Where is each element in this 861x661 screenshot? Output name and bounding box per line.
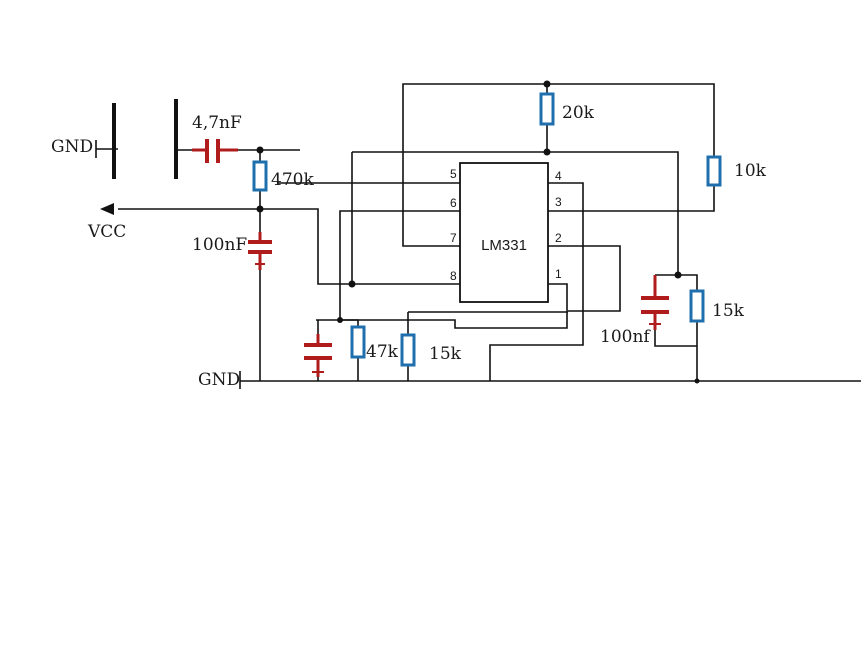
gnd-label-top: GND xyxy=(51,137,93,157)
wire-right-node xyxy=(655,274,698,291)
wire-pin7-to-top-rail xyxy=(402,83,715,247)
resistor-15k-right xyxy=(689,289,705,323)
resistor-47k xyxy=(350,325,366,359)
r-47k-label: 47k xyxy=(366,342,399,362)
capacitor-vcc-100nf xyxy=(248,232,272,270)
pin-8-label: 8 xyxy=(450,269,457,283)
capacitor-input xyxy=(192,139,238,163)
wire-47k-top xyxy=(340,319,359,327)
gnd-label-bottom: GND xyxy=(198,370,240,390)
wire-pin2 xyxy=(548,245,621,312)
resistor-20k xyxy=(539,92,555,126)
r-20k-label: 20k xyxy=(562,103,595,123)
wire-right-cap-bottom xyxy=(654,330,697,347)
resistor-470k xyxy=(252,160,268,192)
resistor-15k-left xyxy=(400,333,416,367)
pin-1-label: 1 xyxy=(555,267,562,281)
sensor-plate-right xyxy=(174,99,178,179)
lm331-ic xyxy=(459,162,549,303)
r-15k-right-label: 15k xyxy=(712,301,745,321)
capacitor-left-bottom xyxy=(304,334,332,377)
wire-vcc-to-pin8 xyxy=(118,208,460,285)
pin-2-label: 2 xyxy=(555,231,562,245)
junction-dots xyxy=(256,80,700,384)
vcc-arrow-icon xyxy=(100,203,114,215)
cap-right-label: 100nf xyxy=(600,327,651,347)
vcc-label: VCC xyxy=(87,222,126,242)
r-15k-left-label: 15k xyxy=(429,344,462,364)
wire-ref-rail xyxy=(352,151,679,275)
pin-7-label: 7 xyxy=(450,231,457,245)
pin-6-label: 6 xyxy=(450,196,457,210)
capacitor-right-100nf xyxy=(641,275,669,330)
ic-name: LM331 xyxy=(481,237,527,254)
cap-input-label: 4,7nF xyxy=(192,113,242,133)
sensor-plate-left xyxy=(112,103,116,179)
r-470k-label: 470k xyxy=(271,170,314,190)
wires xyxy=(95,83,861,389)
pin-5-label: 5 xyxy=(450,167,457,181)
pin-4-label: 4 xyxy=(555,169,562,183)
wire-10k-to-pin3 xyxy=(548,185,715,212)
resistor-10k xyxy=(706,155,722,187)
wire-pin4 xyxy=(489,182,584,381)
pin-3-label: 3 xyxy=(555,195,562,209)
cap-vcc-label: 100nF xyxy=(192,235,247,255)
wire-pin1 xyxy=(340,283,568,329)
wire-pin6 xyxy=(339,210,460,321)
r-10k-label: 10k xyxy=(734,161,767,181)
